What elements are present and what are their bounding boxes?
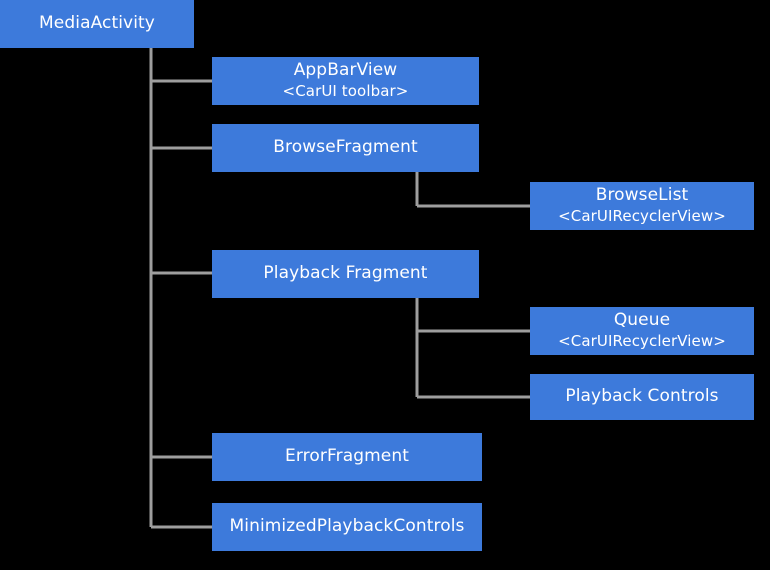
node-title: BrowseFragment: [273, 137, 418, 158]
node-title: BrowseList: [595, 185, 689, 206]
node-browse-list[interactable]: BrowseList <CarUIRecyclerView>: [530, 182, 754, 230]
node-subtitle: <CarUI toolbar>: [282, 81, 409, 100]
node-browse-fragment[interactable]: BrowseFragment: [212, 124, 479, 172]
node-title: Queue: [613, 310, 671, 331]
node-media-activity[interactable]: MediaActivity: [0, 0, 194, 48]
node-queue[interactable]: Queue <CarUIRecyclerView>: [530, 307, 754, 355]
node-playback-fragment[interactable]: Playback Fragment: [212, 250, 479, 298]
node-playback-controls[interactable]: Playback Controls: [530, 374, 754, 420]
node-title: Playback Fragment: [263, 263, 428, 284]
node-minimized-playback-controls[interactable]: MinimizedPlaybackControls: [212, 503, 482, 551]
node-app-bar-view[interactable]: AppBarView <CarUI toolbar>: [212, 57, 479, 105]
node-title: Playback Controls: [565, 386, 719, 407]
node-subtitle: <CarUIRecyclerView>: [558, 331, 726, 350]
node-subtitle: <CarUIRecyclerView>: [558, 206, 726, 225]
node-title: MediaActivity: [39, 13, 155, 34]
node-title: ErrorFragment: [285, 446, 409, 467]
node-title: MinimizedPlaybackControls: [229, 516, 465, 537]
node-error-fragment[interactable]: ErrorFragment: [212, 433, 482, 481]
node-title: AppBarView: [293, 60, 398, 81]
